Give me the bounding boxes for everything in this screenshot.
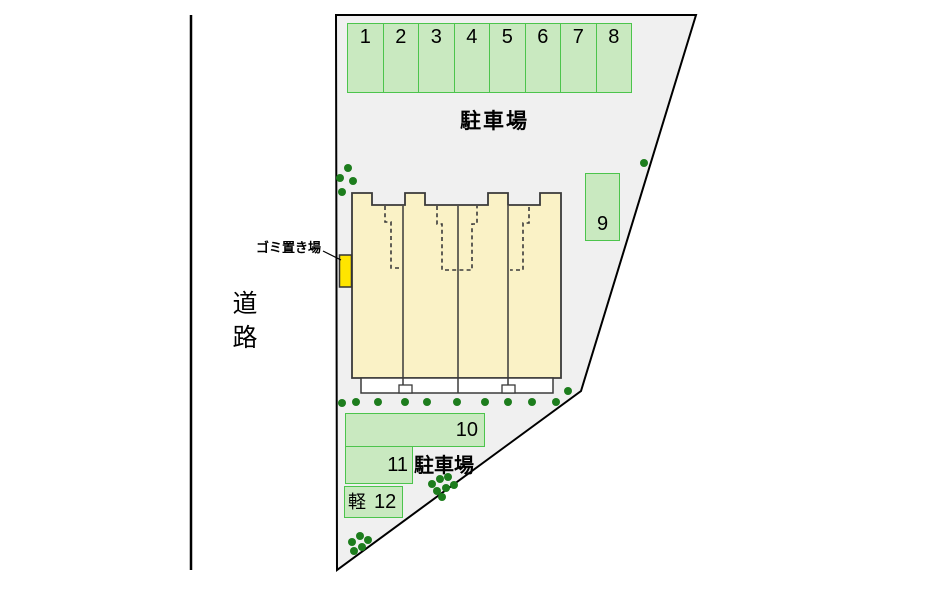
garbage-area-label: ゴミ置き場 bbox=[256, 240, 322, 255]
upper-parking-label: 駐車場 bbox=[460, 110, 529, 133]
balcony bbox=[360, 377, 554, 394]
parking-space-12-kei: 軽 12 bbox=[344, 486, 403, 518]
parking-space-9: 9 bbox=[585, 173, 620, 241]
parking-space-10: 10 bbox=[345, 413, 485, 447]
entry-step bbox=[398, 384, 413, 394]
parking-space-7: 7 bbox=[561, 24, 597, 92]
building-entry-paths bbox=[384, 206, 530, 271]
lower-parking-label: 駐車場 bbox=[414, 455, 474, 477]
shrub-dots bbox=[336, 159, 648, 555]
entry-step bbox=[501, 384, 516, 394]
garbage-area-marker bbox=[338, 254, 353, 288]
space-number: 11 bbox=[387, 454, 408, 476]
space-number: 10 bbox=[455, 419, 478, 441]
parking-space-8: 8 bbox=[596, 24, 631, 92]
space-number: 6 bbox=[537, 26, 549, 48]
parking-space-11: 11 bbox=[345, 446, 413, 484]
upper-parking-row: 1 2 3 4 5 6 7 8 bbox=[347, 23, 632, 93]
parking-space-5: 5 bbox=[490, 24, 526, 92]
space-number: 8 bbox=[608, 26, 620, 48]
building bbox=[351, 192, 562, 394]
space-number: 3 bbox=[430, 26, 442, 48]
kei-vehicle-label: 軽 bbox=[348, 492, 366, 512]
parking-space-6: 6 bbox=[525, 24, 561, 92]
parking-space-1: 1 bbox=[348, 24, 384, 92]
space-number: 12 bbox=[374, 491, 397, 513]
space-number: 2 bbox=[395, 26, 407, 48]
parking-space-3: 3 bbox=[419, 24, 455, 92]
garbage-pointer-line bbox=[322, 250, 342, 261]
space-number: 7 bbox=[572, 26, 584, 48]
road-label: 道路 bbox=[229, 290, 256, 358]
parking-space-4: 4 bbox=[454, 24, 490, 92]
parking-space-2: 2 bbox=[383, 24, 419, 92]
space-number: 1 bbox=[359, 26, 371, 48]
space-number: 4 bbox=[466, 26, 478, 48]
space-number: 5 bbox=[501, 26, 513, 48]
space-number: 9 bbox=[596, 213, 609, 235]
